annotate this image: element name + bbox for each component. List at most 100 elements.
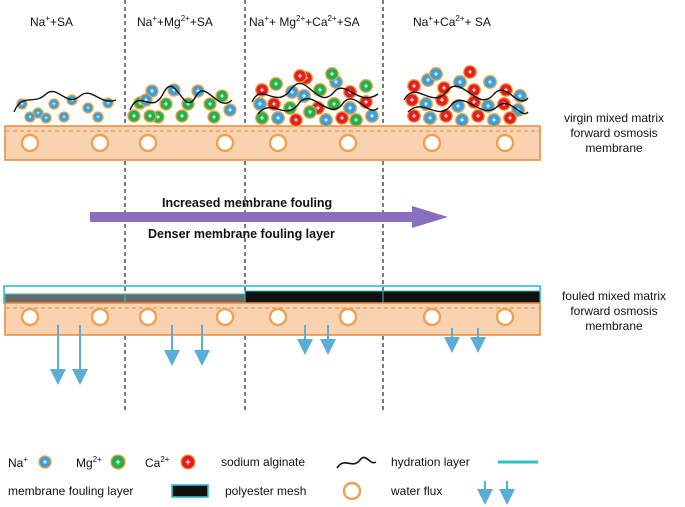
virgin-mesh-circle-7 (495, 133, 515, 153)
na-ion-21-body (223, 103, 237, 117)
fouled-polyester-mesh (20, 307, 515, 327)
na-ion-21-sign: + (228, 106, 233, 115)
mg-ion-29: + (313, 83, 327, 97)
ca-ion-53-sign: + (442, 84, 447, 93)
virgin-mesh-circle-6 (422, 133, 442, 153)
ca-ion-75: + (463, 65, 477, 79)
fouling-band-0 (4, 293, 126, 304)
legend-flux-label: water flux (391, 484, 443, 498)
mg-ion-32: + (359, 79, 373, 93)
alginate-chain-2 (251, 82, 379, 103)
na-ion-48: + (365, 109, 379, 123)
na-ion-27-body (285, 85, 299, 99)
na-ion-5: + (82, 102, 94, 114)
ca-ion-53: + (437, 81, 451, 95)
na-ion-60-sign: + (424, 100, 429, 109)
ca-ion-59-sign: + (410, 96, 415, 105)
mg-ion-23-sign: + (148, 112, 153, 121)
legend-mg-ion-sign: + (115, 457, 120, 467)
virgin-membrane (4, 125, 541, 161)
mg-ion-50-body (325, 67, 339, 81)
legend-fouling-label: membrane fouling layer (8, 484, 134, 498)
alginate-chain-0 (13, 91, 117, 113)
ca-ion-73-sign: + (508, 114, 513, 123)
mg-ion-17-sign: + (180, 112, 185, 121)
fouled-mesh-circle-7 (495, 307, 515, 327)
ca-ion-25-sign: + (260, 86, 265, 95)
legend-mesh-icon (342, 481, 362, 501)
na-ion-8: + (24, 111, 36, 123)
na-ion-68: + (423, 111, 437, 125)
mg-ion-47: + (349, 113, 363, 127)
virgin-mesh-circle-5 (338, 133, 358, 153)
na-ion-33: + (253, 97, 267, 111)
na-ion-64-sign: + (486, 102, 491, 111)
ca-ion-73: + (503, 111, 517, 125)
na-ion-6-body (92, 111, 104, 123)
mg-ion-41-sign: + (260, 114, 265, 123)
ca-ion-46-sign: + (340, 114, 345, 123)
legend-mg-ion-body (110, 454, 126, 470)
na-ion-39-sign: + (348, 104, 353, 113)
fouled-membrane-label: fouled mixed matrix forward osmosis memb… (561, 289, 667, 333)
na-ion-2-body (48, 98, 60, 110)
alginate-chain-5 (407, 99, 529, 115)
mg-ion-22: + (207, 110, 221, 124)
ca-ion-51-sign: + (412, 82, 417, 91)
legend-ca-label: Ca2+ (145, 455, 170, 470)
trend-arrow-head (412, 206, 448, 228)
legend-na-label: Na+ (8, 455, 29, 470)
mg-ion-20-body (215, 89, 229, 103)
legend-na-ion-sign: + (43, 458, 48, 467)
na-ion-6: + (92, 111, 104, 123)
ca-ion-57-sign: + (504, 86, 509, 95)
na-ion-21: + (223, 103, 237, 117)
na-ion-9-sign: + (44, 115, 48, 122)
na-ion-7-sign: + (106, 100, 110, 107)
na-ion-62-sign: + (456, 102, 461, 111)
arrow-caption-bottom: Denser membrane fouling layer (148, 227, 335, 241)
na-ion-39-body (343, 101, 357, 115)
column-title-3: Na++ Mg2++Ca2++SA (249, 14, 360, 29)
na-ion-36-sign: + (302, 92, 307, 101)
na-ion-70-body (455, 113, 469, 127)
na-ion-54-sign: + (458, 78, 463, 87)
na-ion-15-sign: + (172, 86, 177, 95)
na-ion-48-sign: + (370, 112, 375, 121)
na-ion-56-body (483, 75, 497, 89)
legend-hydration-label: hydration layer (391, 455, 470, 469)
na-ion-6-sign: + (96, 114, 100, 121)
virgin-mesh-circle-1 (90, 133, 110, 153)
na-ion-62: + (451, 99, 465, 113)
ca-ion-43-sign: + (294, 116, 299, 125)
alginate-chain-4 (403, 85, 529, 102)
na-ion-45-body (319, 113, 333, 127)
ca-ion-43: + (289, 113, 303, 127)
mg-ion-17: + (175, 109, 189, 123)
water-flux-arrows (50, 325, 486, 385)
mg-ion-14-sign: + (156, 113, 161, 122)
mg-ion-44-body (303, 105, 317, 119)
mg-ion-20-sign: + (220, 92, 225, 101)
virgin-mesh-circle-2 (138, 133, 158, 153)
na-ion-56-sign: + (488, 78, 493, 87)
ca-ion-49: + (293, 69, 307, 83)
ca-ion-75-body (463, 65, 477, 79)
na-ion-36: + (297, 89, 311, 103)
fouling-band-2 (244, 290, 384, 304)
na-ion-18-sign: + (196, 87, 201, 96)
alginate-chain-3 (257, 98, 379, 115)
na-ion-72-sign: + (492, 116, 497, 125)
legend-graphics: + + + (38, 454, 538, 505)
mg-ion-17-body (175, 109, 189, 123)
mg-ion-13-sign: + (164, 100, 169, 109)
fouled-mesh-circle-2 (138, 307, 158, 327)
na-ion-74-sign: + (434, 70, 439, 79)
mg-ion-38-body (327, 97, 341, 111)
fouling-band-1 (124, 293, 246, 304)
na-ion-12-body (145, 84, 159, 98)
mg-ion-23-body (143, 109, 157, 123)
fouled-membrane (3, 285, 541, 336)
column-title-1: Na++SA (30, 14, 74, 29)
na-ion-45-sign: + (324, 116, 329, 125)
